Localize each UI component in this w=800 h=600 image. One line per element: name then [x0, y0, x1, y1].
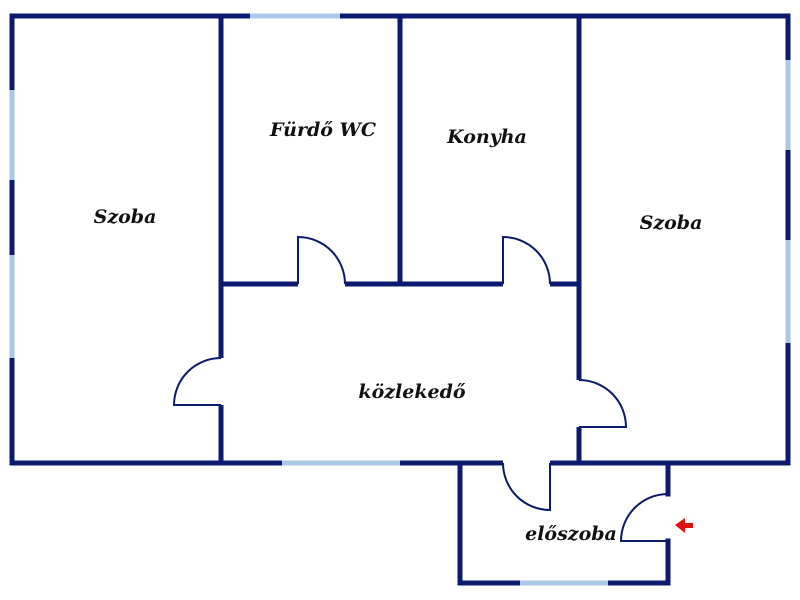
walls — [9, 13, 791, 586]
door-bath — [297, 235, 346, 285]
door-hall — [502, 462, 551, 512]
label-furdo-wc: Fürdő WC — [269, 119, 376, 141]
door-right-room — [578, 379, 628, 428]
label-szoba-right: Szoba — [640, 212, 703, 234]
doors — [172, 235, 669, 542]
arrow-left-icon — [675, 518, 693, 533]
windows — [9, 13, 791, 586]
door-entrance — [619, 493, 669, 542]
label-eloszoba: előszoba — [525, 523, 617, 545]
door-left-room — [172, 357, 222, 406]
label-kozlekedo: közlekedő — [358, 381, 465, 403]
label-szoba-left: Szoba — [94, 206, 157, 228]
door-kitchen — [502, 235, 551, 285]
room-labels: Szoba Fürdő WC Konyha Szoba közlekedő el… — [94, 119, 703, 545]
label-konyha: Konyha — [446, 126, 527, 148]
